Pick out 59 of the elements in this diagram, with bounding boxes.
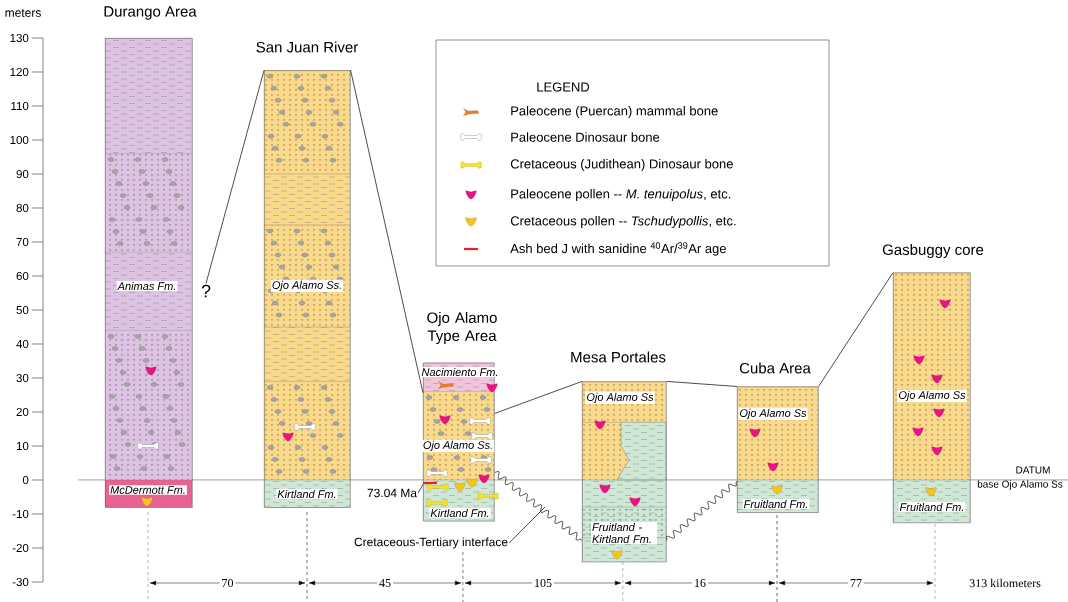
annotation-text: 73.04 Ma <box>367 488 417 498</box>
column-title: Mesa Portales <box>571 351 666 363</box>
tick-label: 120 <box>10 67 29 77</box>
correlation-line <box>818 272 894 387</box>
interface-line <box>666 480 738 541</box>
tick-label: 40 <box>16 339 29 349</box>
tick-label: -30 <box>12 577 29 587</box>
column-title: San Juan River <box>256 41 358 53</box>
distance-label: 70 <box>219 576 236 590</box>
legend-text: Paleocene Dinosaur bone <box>511 132 660 142</box>
distance-label: 77 <box>848 577 864 589</box>
legend-text: Cretaceous (Judithean) Dinosaur bone <box>510 158 733 172</box>
tick-label: 10 <box>16 441 29 451</box>
tick-label: -10 <box>12 509 29 519</box>
column-title: Ojo Alamo Type Area <box>427 312 497 344</box>
column-title: Durango Area <box>104 6 197 20</box>
legend-text: Cretaceous pollen -- Tschudypollis, etc. <box>510 215 736 229</box>
formation-label: Animas Fm. <box>116 280 178 292</box>
leader-line <box>508 506 546 544</box>
datum-label: DATUM <box>1016 466 1050 474</box>
distance-label: 16 <box>692 576 708 589</box>
tick-label: 60 <box>16 271 29 281</box>
correlation-line <box>350 69 424 394</box>
tick-label: 50 <box>16 305 29 315</box>
interface-line <box>494 471 583 541</box>
legend-text: Ash bed J with sanidine $^{40}$Ar/$^{39}$Ar age <box>510 242 726 256</box>
tick-label: 30 <box>16 373 29 383</box>
correlation-line <box>494 381 583 414</box>
tick-label: -20 <box>12 543 29 553</box>
correlation-line <box>205 69 265 284</box>
tick-label: 0 <box>22 475 29 485</box>
axis-title: meters <box>5 9 41 17</box>
formation-label: Kirtland Fm. <box>429 507 491 519</box>
distance-label: 105 <box>532 576 554 590</box>
tick-label: 80 <box>16 203 29 213</box>
question-mark: ? <box>201 284 211 298</box>
column-title: Gasbuggy core <box>882 244 984 258</box>
tick-label: 20 <box>16 407 29 417</box>
legend-text: Paleocene (Puercan) mammal bone <box>511 105 718 119</box>
column-title: Cuba Area <box>739 362 811 374</box>
tick-label: 100 <box>10 135 29 145</box>
legend-title: LEGEND <box>537 82 590 92</box>
tick-label: 130 <box>10 33 29 43</box>
tick-label: 90 <box>16 169 29 179</box>
tick-label: 70 <box>16 237 29 247</box>
formation-label: Kirtland Fm. <box>276 488 338 500</box>
formation-label: Fruitland Fm. <box>898 501 966 513</box>
correlation-line <box>417 484 424 494</box>
formation-label: Fruitland - Kirtland Fm. <box>591 521 657 545</box>
datum-label: base Ojo Alamo Ss <box>977 480 1063 490</box>
tick-label: 110 <box>11 101 29 111</box>
formation-label: Nacimiento Fm. <box>420 366 500 378</box>
formation-label: Fruitland Fm. <box>742 498 810 510</box>
distance-label: 313 kilometers <box>969 578 1041 588</box>
legend-text: Paleocene pollen -- M. tenuipolus, etc. <box>511 188 731 202</box>
correlation-line <box>666 381 738 387</box>
formation-label: McDermott Fm. <box>109 485 187 495</box>
distance-label: 45 <box>377 577 393 589</box>
annotation-text: Cretaceous-Tertiary interface <box>354 537 508 549</box>
